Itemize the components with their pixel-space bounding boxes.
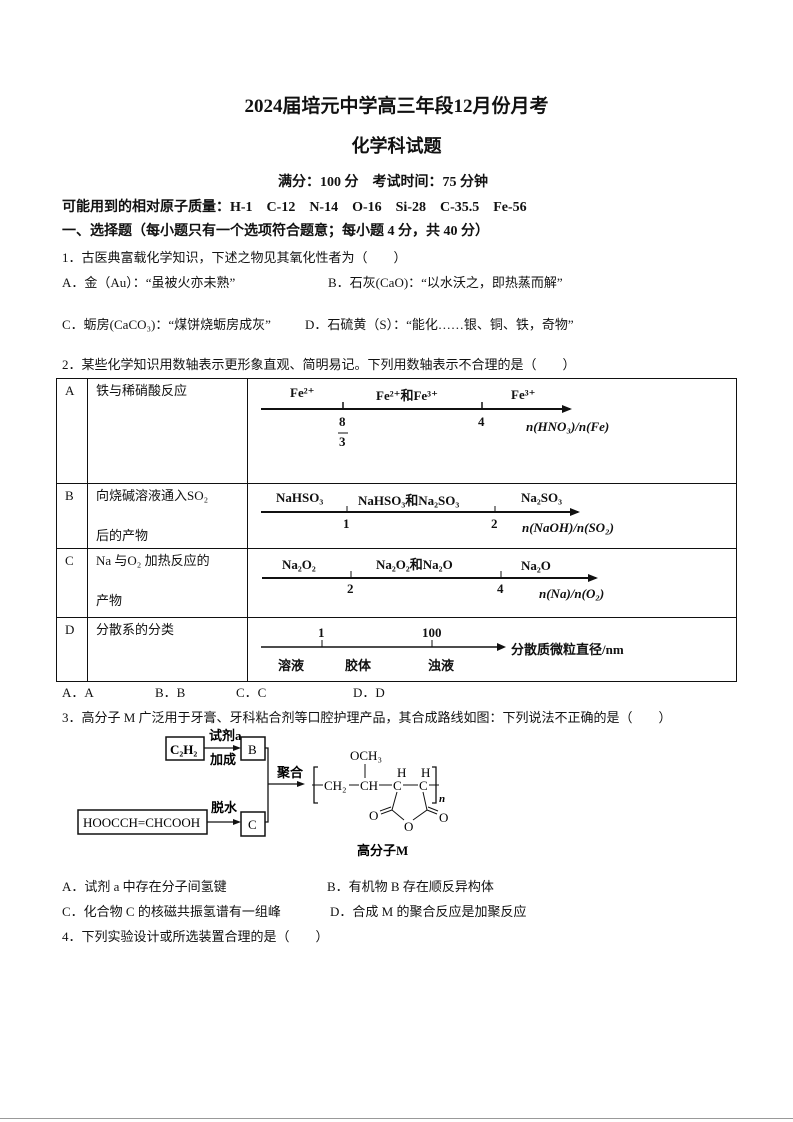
methoxy-group: OCH₃ <box>350 748 382 763</box>
q2-option-b: B．B <box>155 685 186 700</box>
label-mixed: Na₂O₂和Na₂O <box>376 557 453 572</box>
compound-b: B <box>248 742 257 757</box>
ch2-group: CH₂ <box>324 778 347 793</box>
label-mixed: NaHSO₃和Na₂SO₃ <box>358 493 460 508</box>
q1-stem: 1．古医典富载化学知识，下述之物见其氧化性者为（ ） <box>62 250 407 265</box>
axis-label: n(Na)/n(O₂) <box>539 586 605 601</box>
polymerize-label: 聚合 <box>276 765 304 780</box>
row-letter: D <box>56 617 88 682</box>
table-row: A 铁与稀硝酸反应 Fe²⁺ Fe²⁺和Fe³⁺ Fe³⁺ 8 3 4 n(HN… <box>56 378 737 484</box>
section-heading: 一、选择题（每小题只有一个选项符合题意；每小题 4 分，共 40 分） <box>62 224 489 239</box>
label-fe2-fe3: Fe²⁺和Fe³⁺ <box>376 388 438 403</box>
number-line-b: NaHSO₃ NaHSO₃和Na₂SO₃ Na₂SO₃ 1 2 n(NaOH)/… <box>247 483 737 549</box>
tick-4: 4 <box>478 414 485 429</box>
c2h2-label: C₂H₂ <box>170 742 197 757</box>
row-desc-2: 产物 <box>96 593 123 608</box>
label-solution: 溶液 <box>278 658 305 673</box>
row-desc: 分散系的分类 <box>87 617 248 682</box>
carbon-2: C <box>419 778 428 793</box>
label-suspension: 浊液 <box>428 658 455 673</box>
q3-option-d: D．合成 M 的聚合反应是加聚反应 <box>330 904 527 919</box>
q3-option-a: A．试剂 a 中存在分子间氢键 <box>62 879 227 894</box>
maleic-acid: HOOCCH=CHCOOH <box>83 815 200 830</box>
q1-option-c: C．蛎房(CaCO₃)：“煤饼烧蛎房成灰” <box>62 317 271 332</box>
q2-option-d: D．D <box>353 685 385 700</box>
exam-title: 2024届培元中学高三年段12月份月考 <box>244 96 549 117</box>
compound-c: C <box>248 817 257 832</box>
q2-option-a: A．A <box>62 685 94 700</box>
product-label: 高分子M <box>357 843 408 858</box>
q3-option-c: C．化合物 C 的核磁共振氢谱有一组峰 <box>62 904 281 919</box>
carbonyl-o-left: O <box>369 808 378 823</box>
page-bottom-divider <box>0 1118 793 1119</box>
atomic-mass: 可能用到的相对原子质量：H-1 C-12 N-14 O-16 Si-28 C-3… <box>62 200 527 215</box>
q2-table: A 铁与稀硝酸反应 Fe²⁺ Fe²⁺和Fe³⁺ Fe³⁺ 8 3 4 n(HN… <box>56 378 737 682</box>
row-desc: 向烧碱溶液通入SO₂ <box>96 488 209 503</box>
carbonyl-o-right: O <box>439 810 448 825</box>
label-na2o2: Na₂O₂ <box>282 557 316 572</box>
tick-numerator: 8 <box>339 414 346 429</box>
q1-option-b: B．石灰(CaO)：“以水沃之，即热蒸而解” <box>328 275 563 290</box>
table-row: C Na 与O₂ 加热反应的产物 Na₂O₂ Na₂O₂和Na₂O Na₂O 2… <box>56 548 737 618</box>
dehydrate-label: 脱水 <box>211 800 238 815</box>
tick-1: 1 <box>318 625 325 640</box>
label-fe2: Fe²⁺ <box>290 385 315 400</box>
ch-group: CH <box>360 778 378 793</box>
label-fe3: Fe³⁺ <box>511 387 536 402</box>
row-desc: 铁与稀硝酸反应 <box>87 378 248 484</box>
exam-subtitle: 化学科试题 <box>351 136 442 156</box>
label-na2so3: Na₂SO₃ <box>521 490 563 505</box>
reagent-label: 试剂a <box>209 728 242 743</box>
row-desc-2: 后的产物 <box>96 528 149 543</box>
carbon-1: C <box>393 778 402 793</box>
tick-denominator: 3 <box>339 434 346 449</box>
label-nahso3: NaHSO₃ <box>276 490 324 505</box>
q1-option-d: D．石硫黄（S）：“能化……银、铜、铁，奇物” <box>305 317 574 332</box>
ring-oxygen: O <box>404 819 413 834</box>
number-line-c: Na₂O₂ Na₂O₂和Na₂O Na₂O 2 4 n(Na)/n(O₂) <box>247 548 737 618</box>
number-line-d: 1 100 溶液 胶体 浊液 分散质微粒直径/nm <box>247 617 737 682</box>
tick-1: 1 <box>343 516 350 531</box>
score-line: 满分：100 分 考试时间：75 分钟 <box>278 175 488 190</box>
table-row: D 分散系的分类 1 100 溶液 胶体 浊液 分散质微粒直径/nm <box>56 617 737 682</box>
label-colloid: 胶体 <box>345 658 372 673</box>
tick-2: 2 <box>347 581 354 596</box>
repeat-n: n <box>439 793 445 805</box>
number-line-a: Fe²⁺ Fe²⁺和Fe³⁺ Fe³⁺ 8 3 4 n(HNO₃)/n(Fe) <box>247 378 737 484</box>
row-desc: Na 与O₂ 加热反应的 <box>96 553 210 568</box>
hydrogen-2: H <box>421 765 430 780</box>
tick-4: 4 <box>497 581 504 596</box>
q4-stem: 4．下列实验设计或所选装置合理的是（ ） <box>62 929 329 944</box>
q2-option-c: C．C <box>236 685 267 700</box>
hydrogen-1: H <box>397 765 406 780</box>
label-na2o: Na₂O <box>521 558 551 573</box>
q2-stem: 2．某些化学知识用数轴表示更形象直观、简明易记。下列用数轴表示不合理的是（ ） <box>62 357 576 372</box>
tick-100: 100 <box>422 625 442 640</box>
q1-option-a: A．金（Au）：“虽被火亦未熟” <box>62 275 236 290</box>
axis-label: n(HNO₃)/n(Fe) <box>526 419 610 434</box>
addition-label: 加成 <box>209 752 236 767</box>
axis-label: n(NaOH)/n(SO₂) <box>522 520 614 535</box>
axis-label: 分散质微粒直径/nm <box>511 642 624 657</box>
tick-2: 2 <box>491 516 498 531</box>
q3-stem: 3．高分子 M 广泛用于牙膏、牙科粘合剂等口腔护理产品，其合成路线如图：下列说法… <box>62 710 672 725</box>
q3-option-b: B．有机物 B 存在顺反异构体 <box>327 879 494 894</box>
